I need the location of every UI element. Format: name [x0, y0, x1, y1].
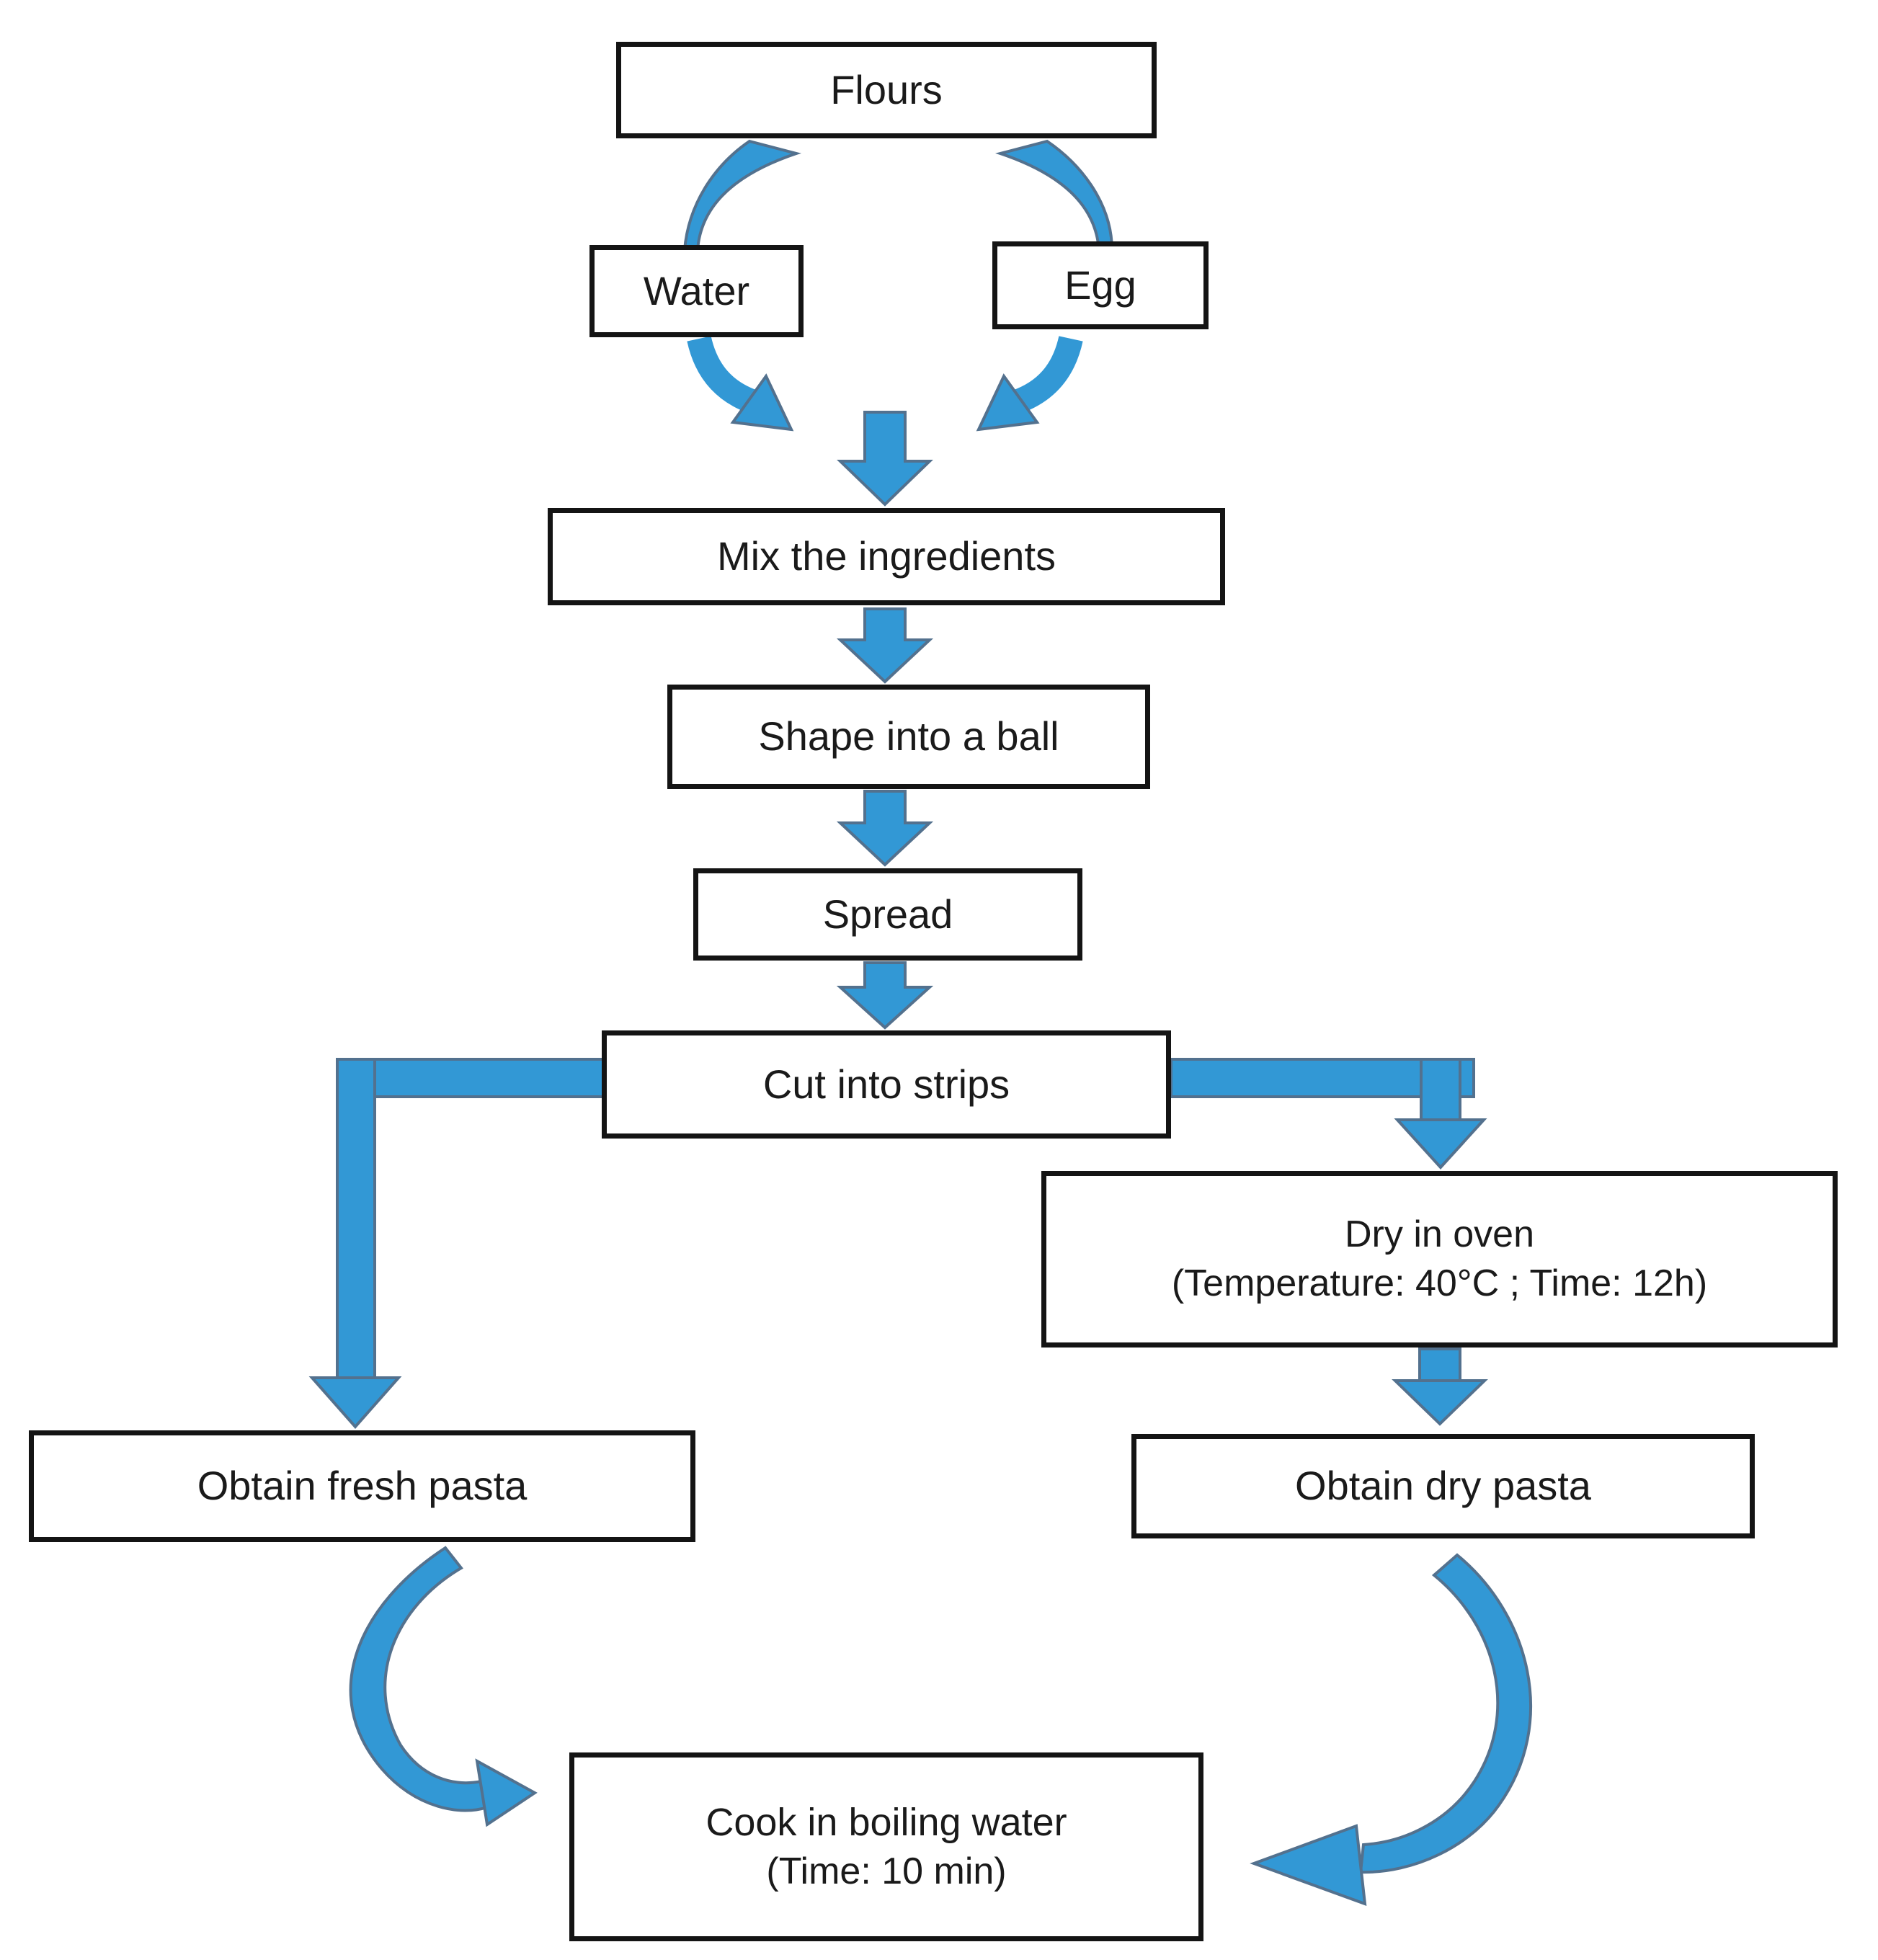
down-arrow-dry-shaft-icon [1418, 1348, 1461, 1382]
node-obtain-fresh-pasta-label: Obtain fresh pasta [197, 1463, 528, 1509]
elbow-bar-left-horizontal-icon [336, 1058, 605, 1098]
arrowhead-drypasta-cook-icon [1250, 1824, 1367, 1906]
arrowhead-fresh-cook-icon [475, 1758, 538, 1827]
node-shape-ball-label: Shape into a ball [758, 713, 1059, 760]
down-arrow-to-mix-icon [837, 411, 933, 507]
arrowhead-right-branch-icon [1394, 1118, 1487, 1170]
node-spread: Spread [693, 868, 1082, 961]
node-mix-ingredients: Mix the ingredients [548, 508, 1225, 605]
curved-arrow-flours-egg-icon [995, 139, 1114, 251]
node-flours: Flours [616, 42, 1157, 138]
node-cook-boiling-water: Cook in boiling water (Time: 10 min) [569, 1752, 1203, 1941]
node-obtain-dry-pasta: Obtain dry pasta [1131, 1434, 1755, 1538]
down-arrow-mix-shape-icon [836, 607, 934, 684]
elbow-bar-right-vertical-icon [1420, 1058, 1461, 1121]
curved-arrow-flours-water-icon [682, 139, 801, 251]
arrowhead-egg-down-icon [976, 373, 1040, 432]
node-cut-strips: Cut into strips [602, 1030, 1171, 1139]
down-arrow-shape-spread-icon [836, 790, 934, 867]
curved-arrow-water-down-icon [687, 335, 759, 414]
down-arrow-dry-head-icon [1392, 1379, 1488, 1426]
node-egg: Egg [992, 241, 1209, 329]
node-cook-boiling-water-sublabel: (Time: 10 min) [766, 1850, 1007, 1893]
curved-arrow-egg-down-icon [1011, 335, 1083, 414]
elbow-bar-left-vertical-icon [336, 1058, 376, 1379]
node-cook-boiling-water-label: Cook in boiling water [706, 1801, 1067, 1845]
node-cut-strips-label: Cut into strips [762, 1061, 1010, 1107]
curved-arrow-fresh-cook-icon [349, 1546, 489, 1812]
node-water: Water [589, 245, 804, 337]
node-dry-oven-sublabel: (Temperature: 40°C ; Time: 12h) [1171, 1262, 1708, 1304]
node-dry-oven: Dry in oven (Temperature: 40°C ; Time: 1… [1041, 1171, 1838, 1348]
down-arrow-spread-cut-icon [836, 961, 934, 1030]
curved-arrow-drypasta-cook-icon [1358, 1553, 1533, 1874]
node-obtain-fresh-pasta: Obtain fresh pasta [29, 1430, 695, 1542]
node-shape-ball: Shape into a ball [667, 685, 1150, 789]
node-spread-label: Spread [822, 891, 953, 937]
arrowhead-left-branch-icon [308, 1376, 402, 1430]
node-water-label: Water [643, 267, 750, 313]
node-egg-label: Egg [1064, 262, 1136, 308]
node-mix-ingredients-label: Mix the ingredients [716, 533, 1056, 579]
node-flours-label: Flours [830, 66, 943, 112]
node-obtain-dry-pasta-label: Obtain dry pasta [1295, 1463, 1591, 1509]
node-dry-oven-label: Dry in oven [1345, 1213, 1534, 1255]
arrowhead-water-down-icon [730, 373, 794, 432]
